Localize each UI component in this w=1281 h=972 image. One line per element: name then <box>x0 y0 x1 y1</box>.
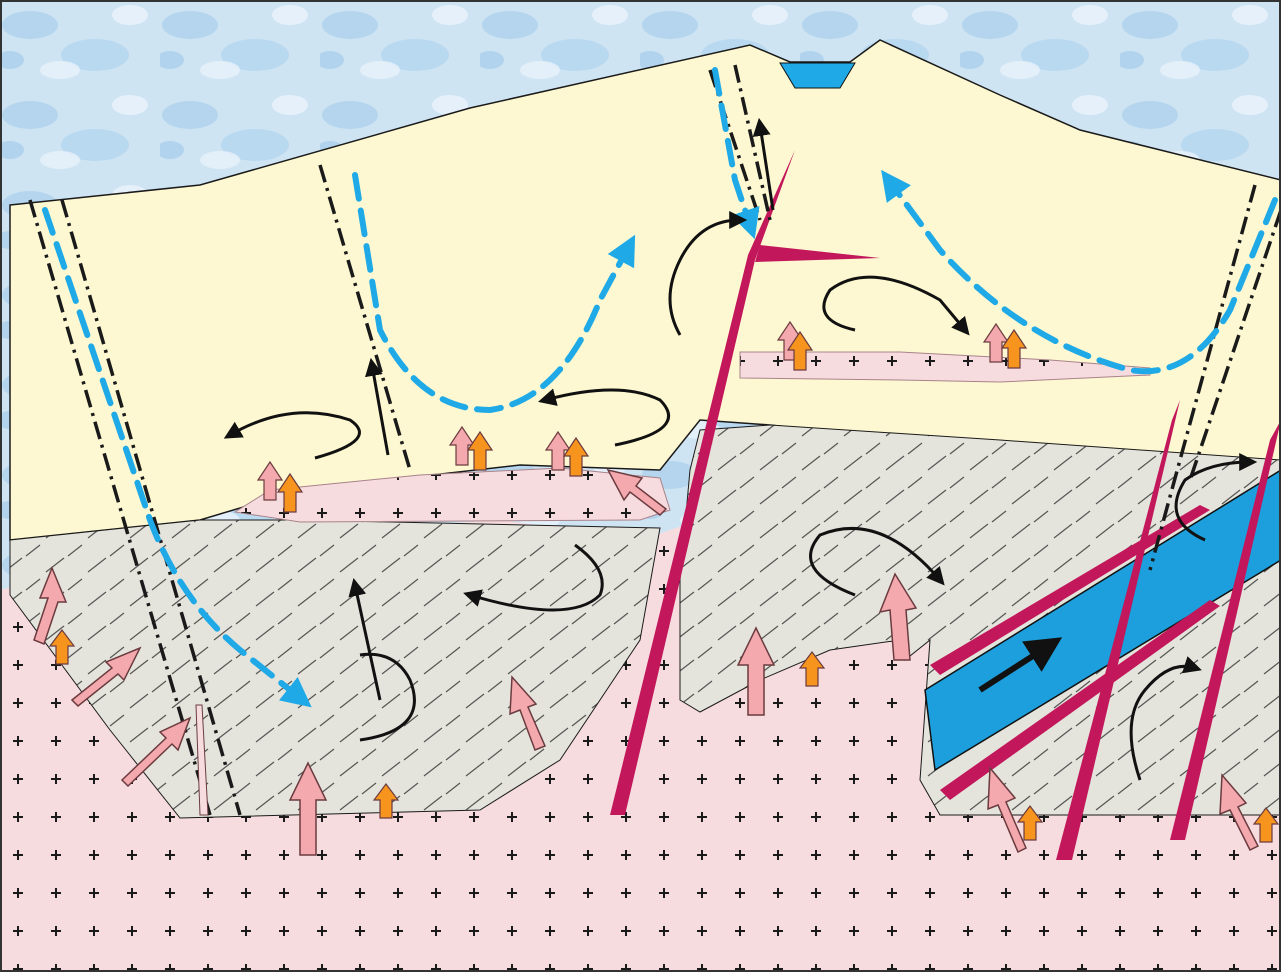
geologic-cross-section <box>0 0 1281 972</box>
